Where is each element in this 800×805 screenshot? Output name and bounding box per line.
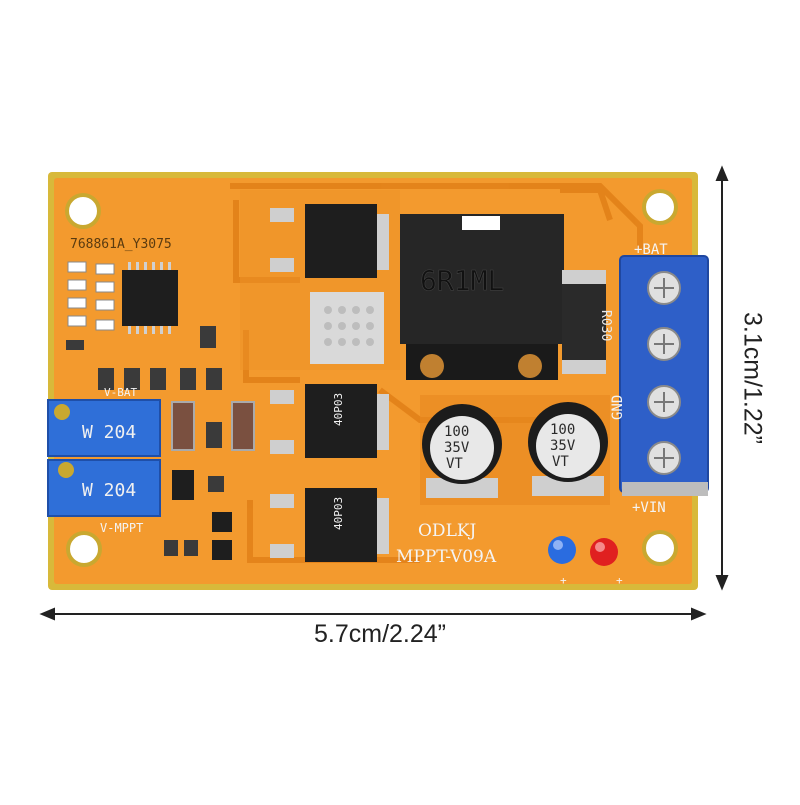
label-vbat: V-BAT (104, 386, 137, 399)
terminal-vin-label: +VIN (632, 500, 666, 516)
screw-terminal-block (619, 255, 709, 496)
cap-right-series: VT (552, 454, 569, 470)
height-dimension-line (715, 165, 729, 591)
cap-left-series: VT (446, 456, 463, 472)
inductor-marking: 6R1ML (420, 264, 504, 297)
cap-right-voltage: 100 (550, 422, 575, 438)
led-red (590, 538, 618, 566)
height-dimension-label: 3.1cm/1.22” (738, 311, 767, 445)
pot-top-label: W 204 (82, 422, 136, 443)
mosfet-bottom-marking: 40P03 (332, 497, 345, 530)
resistor-marking: R030 (598, 310, 613, 341)
power-inductor: 6R1ML (400, 214, 564, 380)
capacitor-left: 100 35V VT (422, 404, 502, 498)
cap-left-rating: 35V (444, 440, 470, 456)
pot-bottom-label: W 204 (82, 480, 136, 501)
width-dimension-label: 5.7cm/2.24” (313, 620, 446, 648)
mounting-holes (65, 189, 678, 567)
label-vmppt: V-MPPT (100, 521, 143, 535)
led-blue-polarity: + (560, 574, 567, 587)
mosfet-middle: 40P03 (270, 384, 389, 458)
cap-right-rating: 35V (550, 438, 576, 454)
mosfet-middle-marking: 40P03 (332, 393, 345, 426)
model-line2: MPPT-V09A (396, 547, 497, 567)
middle-smd-parts (164, 401, 255, 560)
capacitor-right: 100 35V VT (528, 402, 608, 496)
smd-components (66, 261, 222, 390)
mosfet-bottom: 40P03 (270, 488, 389, 562)
cap-left-voltage: 100 (444, 424, 469, 440)
controller-ic (122, 262, 178, 334)
led-blue (548, 536, 576, 564)
terminal-gnd-label: GND (610, 395, 626, 420)
trimmer-potentiometer-bottom: W 204 (47, 459, 161, 517)
led-red-polarity: + (616, 574, 623, 587)
model-line1: ODLKJ (418, 521, 477, 541)
mosfet-top (270, 204, 389, 278)
terminal-bat-label: +BAT (634, 242, 668, 258)
width-dimension-line (39, 607, 707, 621)
sense-resistor: R030 (562, 270, 613, 374)
heatsink-pad (310, 292, 384, 364)
trimmer-potentiometer-top: W 204 (47, 399, 161, 457)
board-code-text: 768861A_Y3075 (70, 237, 172, 252)
